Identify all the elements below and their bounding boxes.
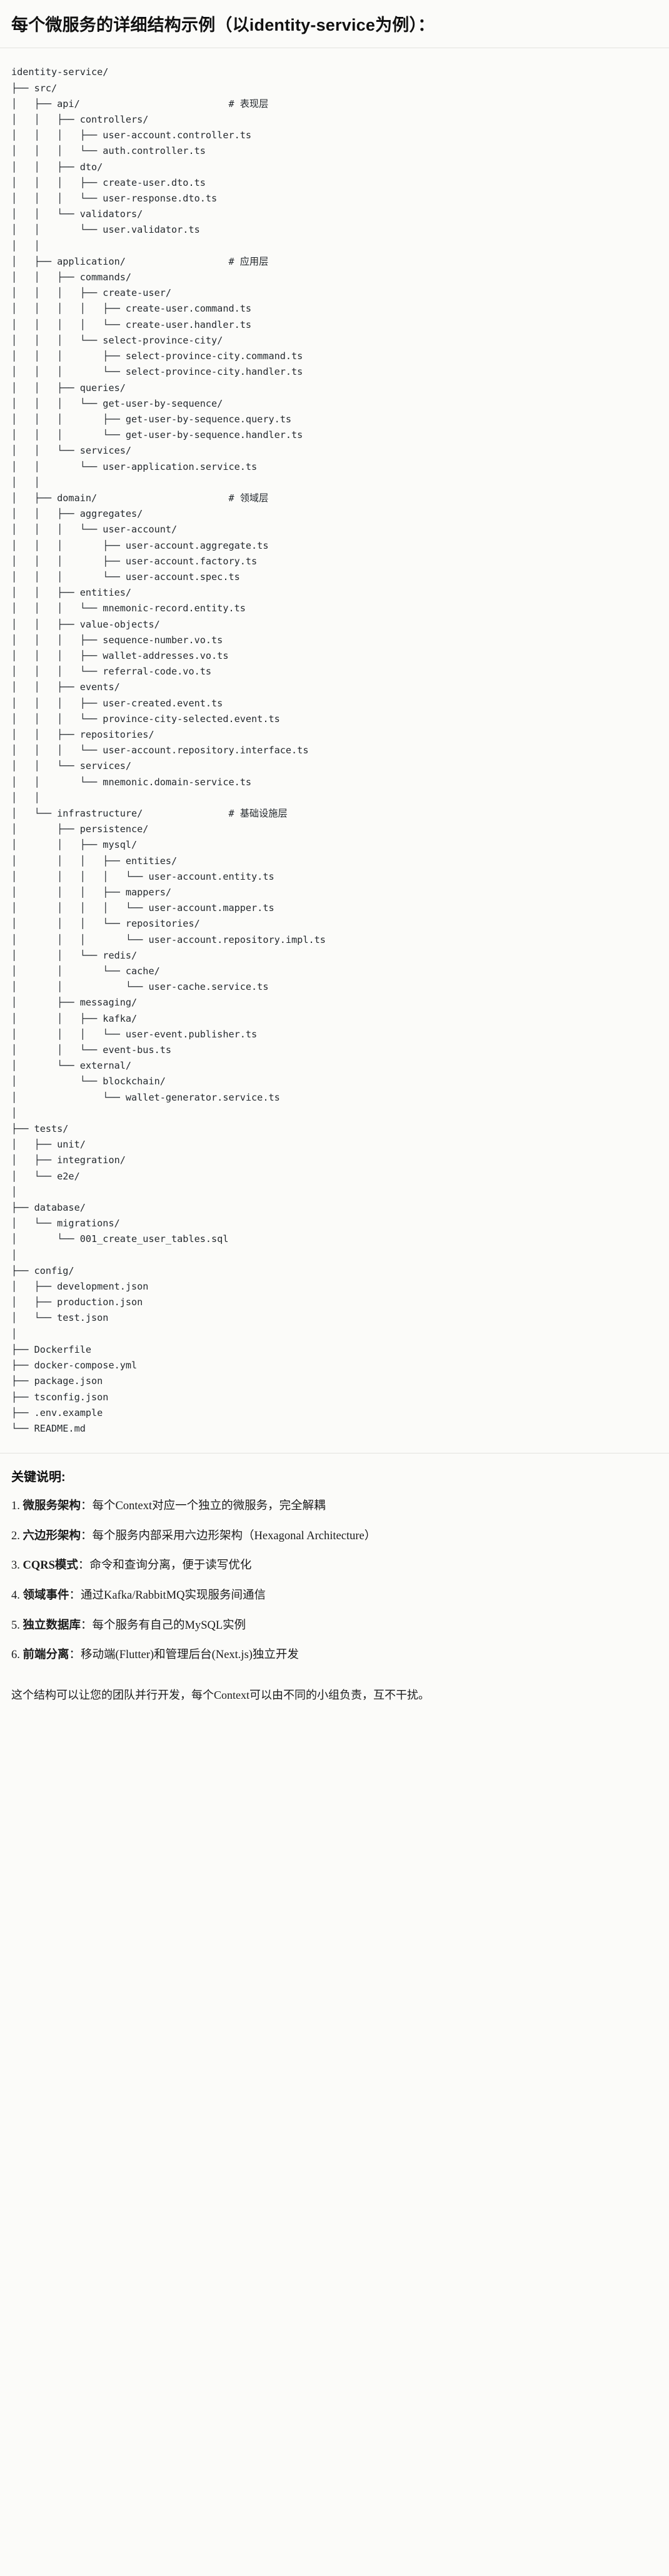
key-point-separator: ：	[69, 1589, 81, 1602]
list-item: 4. 领域事件：通过Kafka/RabbitMQ实现服务间通信	[11, 1587, 658, 1605]
list-item: 6. 前端分离：移动端(Flutter)和管理后台(Next.js)独立开发	[11, 1646, 658, 1664]
key-point-number: 2.	[11, 1529, 20, 1542]
key-point-description: 通过Kafka/RabbitMQ实现服务间通信	[81, 1589, 266, 1602]
key-points-list: 1. 微服务架构：每个Context对应一个独立的微服务，完全解耦 2. 六边形…	[11, 1497, 658, 1664]
key-point-description: 每个服务有自己的MySQL实例	[92, 1619, 246, 1632]
key-point-term: 独立数据库	[23, 1619, 81, 1632]
key-point-number: 1.	[11, 1500, 20, 1513]
key-point-number: 4.	[11, 1589, 20, 1602]
key-point-separator: ：	[78, 1559, 90, 1572]
key-point-description: 移动端(Flutter)和管理后台(Next.js)独立开发	[81, 1649, 299, 1662]
directory-tree: identity-service/ ├── src/ │ ├── api/ # …	[11, 66, 326, 1434]
key-point-term: CQRS模式	[23, 1559, 78, 1572]
key-point-description: 每个服务内部采用六边形架构（Hexagonal Architecture）	[92, 1529, 376, 1542]
key-point-term: 六边形架构	[23, 1529, 81, 1542]
key-point-number: 6.	[11, 1649, 20, 1662]
closing-paragraph: 这个结构可以让您的团队并行开发，每个Context可以由不同的小组负责，互不干扰…	[11, 1689, 430, 1702]
document-page: 每个微服务的详细结构示例（以identity-service为例）： ident…	[0, 16, 669, 1702]
key-point-separator: ：	[81, 1619, 93, 1632]
list-item: 3. CQRS模式：命令和查询分离，便于读写优化	[11, 1557, 658, 1575]
key-point-number: 5.	[11, 1619, 20, 1632]
key-point-separator: ：	[81, 1529, 93, 1542]
list-item: 1. 微服务架构：每个Context对应一个独立的微服务，完全解耦	[11, 1497, 658, 1515]
key-point-separator: ：	[81, 1500, 93, 1513]
key-point-term: 前端分离	[23, 1649, 69, 1662]
key-point-separator: ：	[69, 1649, 81, 1662]
key-point-description: 每个Context对应一个独立的微服务，完全解耦	[92, 1500, 326, 1513]
directory-tree-block: identity-service/ ├── src/ │ ├── api/ # …	[0, 48, 669, 1453]
key-points-title: 关键说明:	[11, 1470, 66, 1485]
page-title: 每个微服务的详细结构示例（以identity-service为例）：	[11, 16, 435, 34]
list-item: 2. 六边形架构：每个服务内部采用六边形架构（Hexagonal Archite…	[11, 1527, 658, 1545]
key-points-section: 关键说明: 1. 微服务架构：每个Context对应一个独立的微服务，完全解耦 …	[0, 1453, 669, 1683]
key-point-term: 领域事件	[23, 1589, 69, 1602]
list-item: 5. 独立数据库：每个服务有自己的MySQL实例	[11, 1617, 658, 1635]
key-point-number: 3.	[11, 1559, 20, 1572]
key-point-description: 命令和查询分离，便于读写优化	[89, 1559, 252, 1572]
key-point-term: 微服务架构	[23, 1500, 81, 1513]
